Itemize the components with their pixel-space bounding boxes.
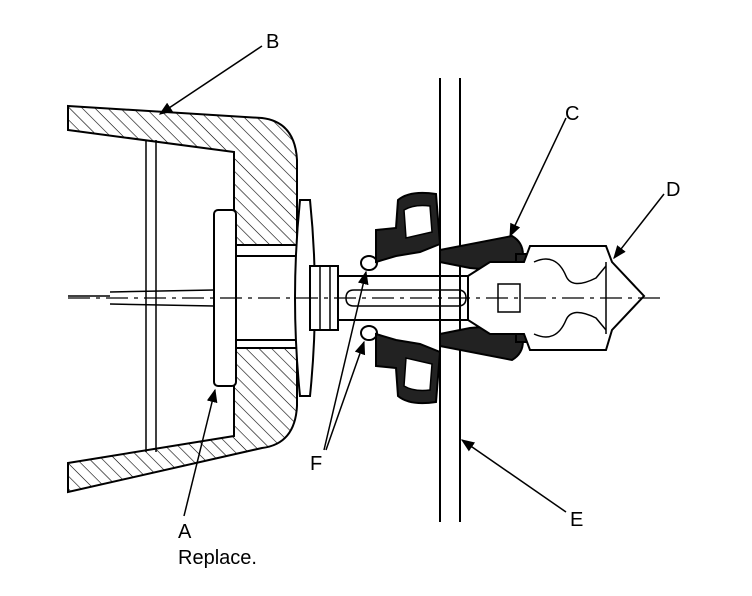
leader-f-bottom — [325, 340, 366, 451]
leader-e — [460, 439, 567, 513]
label-e: E — [570, 509, 583, 531]
label-a-note: Replace. — [178, 547, 257, 569]
leader-lines — [158, 45, 665, 517]
label-f: F — [310, 453, 322, 475]
label-b: B — [266, 31, 279, 53]
leader-c — [509, 117, 567, 238]
label-a: A — [178, 521, 192, 543]
leader-a — [183, 388, 218, 517]
housing-b — [67, 104, 301, 494]
leader-f-top — [323, 270, 369, 451]
leader-d — [613, 193, 665, 260]
rubber-grommet — [375, 191, 442, 405]
panel-e — [439, 78, 461, 522]
lugs-f — [360, 255, 378, 341]
label-c: C — [565, 103, 579, 125]
label-d: D — [666, 179, 680, 201]
leader-b — [158, 45, 263, 115]
